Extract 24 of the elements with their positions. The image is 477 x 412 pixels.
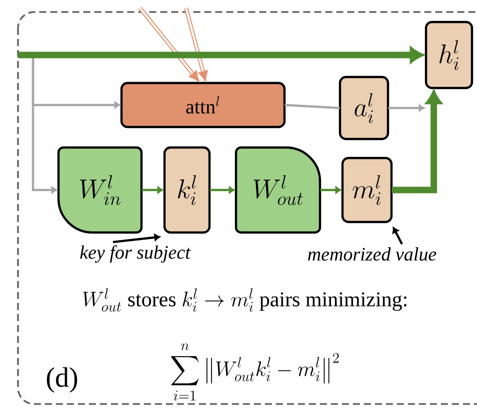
weight-block: $W^l_{in}$ <box>57 146 143 234</box>
vector-box: $m^l_i$ <box>341 156 393 224</box>
annotation-text: memorized value <box>308 247 436 261</box>
vector-box: $h^l_i$ <box>424 20 474 90</box>
leader-line <box>392 227 403 245</box>
statement-text: $W^l_{out}\text{ stores }k^l_i \to m^l_i\text{ pairs minimizing:}$ <box>82 288 406 312</box>
vector-box: $k^l_i$ <box>163 146 211 234</box>
arrow <box>210 186 235 194</box>
annotation-text: key for subject <box>80 245 191 263</box>
arrow <box>184 7 208 82</box>
weight-block: $W^l_{out}$ <box>234 146 322 234</box>
arrow <box>32 58 58 194</box>
attention-box: $\mathrm{attn}^l$ <box>120 82 286 128</box>
arrow <box>320 186 342 194</box>
arrow <box>388 104 425 112</box>
panel-label: (d) <box>46 367 78 393</box>
leader-line <box>112 234 160 244</box>
connector-line <box>284 104 340 110</box>
arrow <box>18 47 424 63</box>
arrow <box>392 90 442 194</box>
arrow <box>142 186 164 194</box>
sum-formula: $\sum_{i=1}^{n}\left\|W^l_{out}k^l_i-m^l_i\right\|^2$ <box>171 343 339 400</box>
arrow <box>138 6 200 82</box>
vector-box: $a^l_i$ <box>338 76 390 140</box>
